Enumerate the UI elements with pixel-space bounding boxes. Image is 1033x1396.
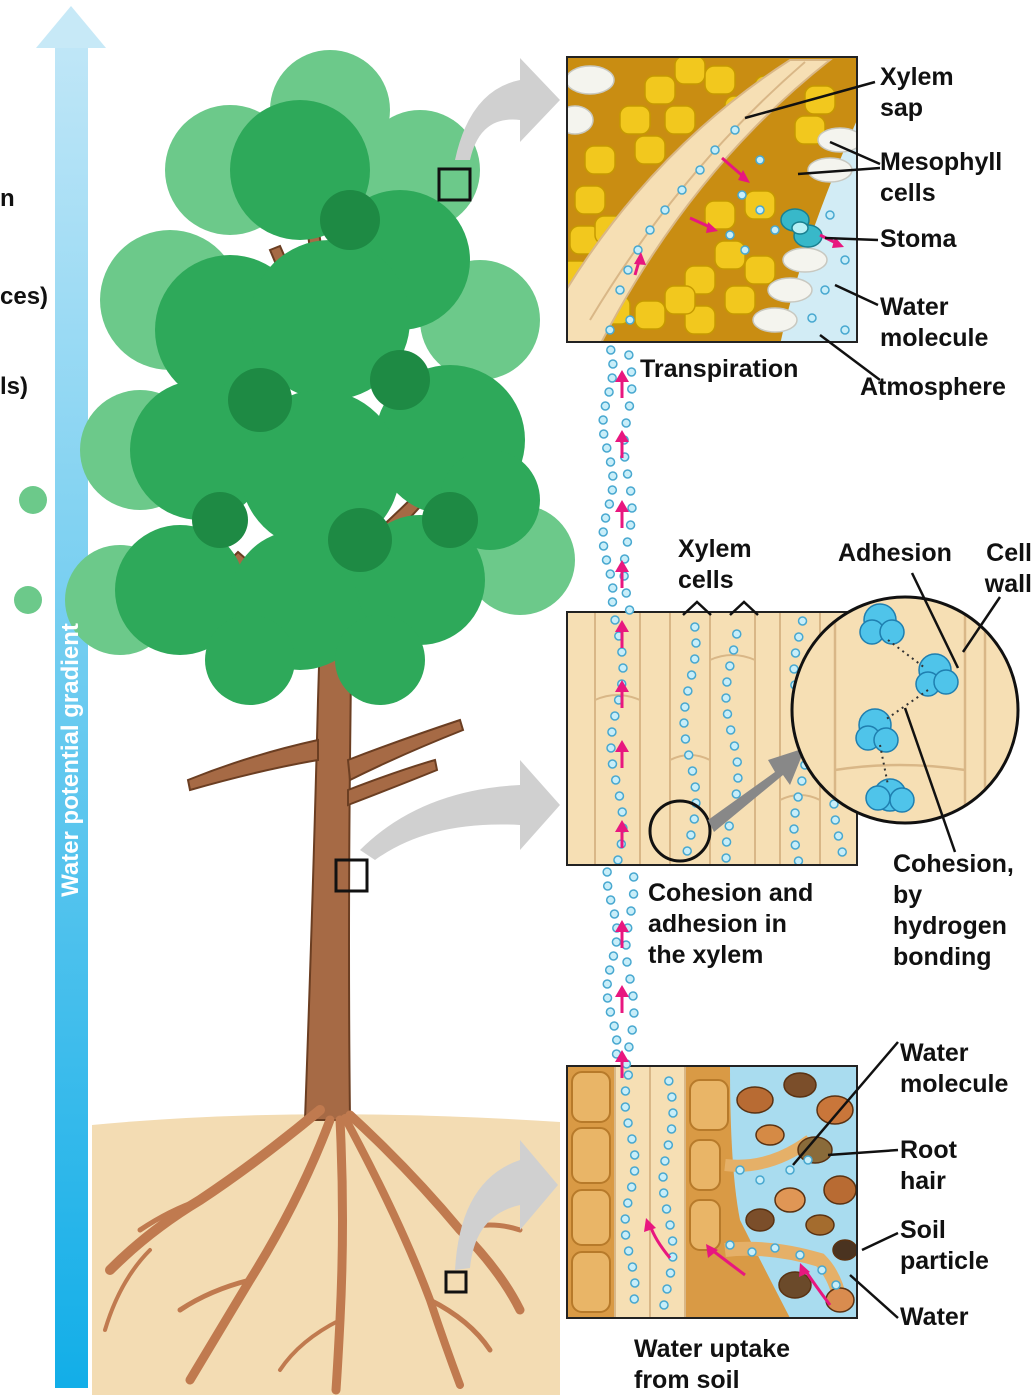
label-water: Water xyxy=(900,1302,969,1333)
label-root-hair: Root hair xyxy=(900,1135,957,1197)
label-xylem-sap: Xylem sap xyxy=(880,62,954,124)
label-adhesion: Adhesion xyxy=(838,538,952,569)
label-stoma: Stoma xyxy=(880,224,956,255)
label-atmosphere: Atmosphere xyxy=(860,372,1006,403)
tree-canopy xyxy=(14,50,575,705)
water-potential-gradient-label: Water potential gradient xyxy=(57,623,85,897)
cropped-label-2: ces) xyxy=(0,283,48,311)
label-xylem-cells: Xylem cells xyxy=(678,534,752,596)
caption-transpiration: Transpiration xyxy=(640,354,798,385)
caption-water-uptake: Water uptake from soil xyxy=(634,1334,790,1396)
label-mesophyll-cells: Mesophyll cells xyxy=(880,147,1002,209)
root-inset xyxy=(567,1066,857,1318)
caption-cohesion-adhesion: Cohesion and adhesion in the xylem xyxy=(648,878,813,971)
label-soil-particle: Soil particle xyxy=(900,1215,989,1277)
cropped-label-3: ls) xyxy=(0,373,28,401)
soil-ground xyxy=(92,1114,560,1395)
label-cell-wall: Cell wall xyxy=(960,538,1032,600)
label-water-molecule-leaf: Water molecule xyxy=(880,292,988,354)
label-cohesion: Cohesion, by hydrogen bonding xyxy=(893,849,1014,973)
cropped-label-1: n xyxy=(0,185,15,213)
label-water-molecule-root: Water molecule xyxy=(900,1038,1008,1100)
